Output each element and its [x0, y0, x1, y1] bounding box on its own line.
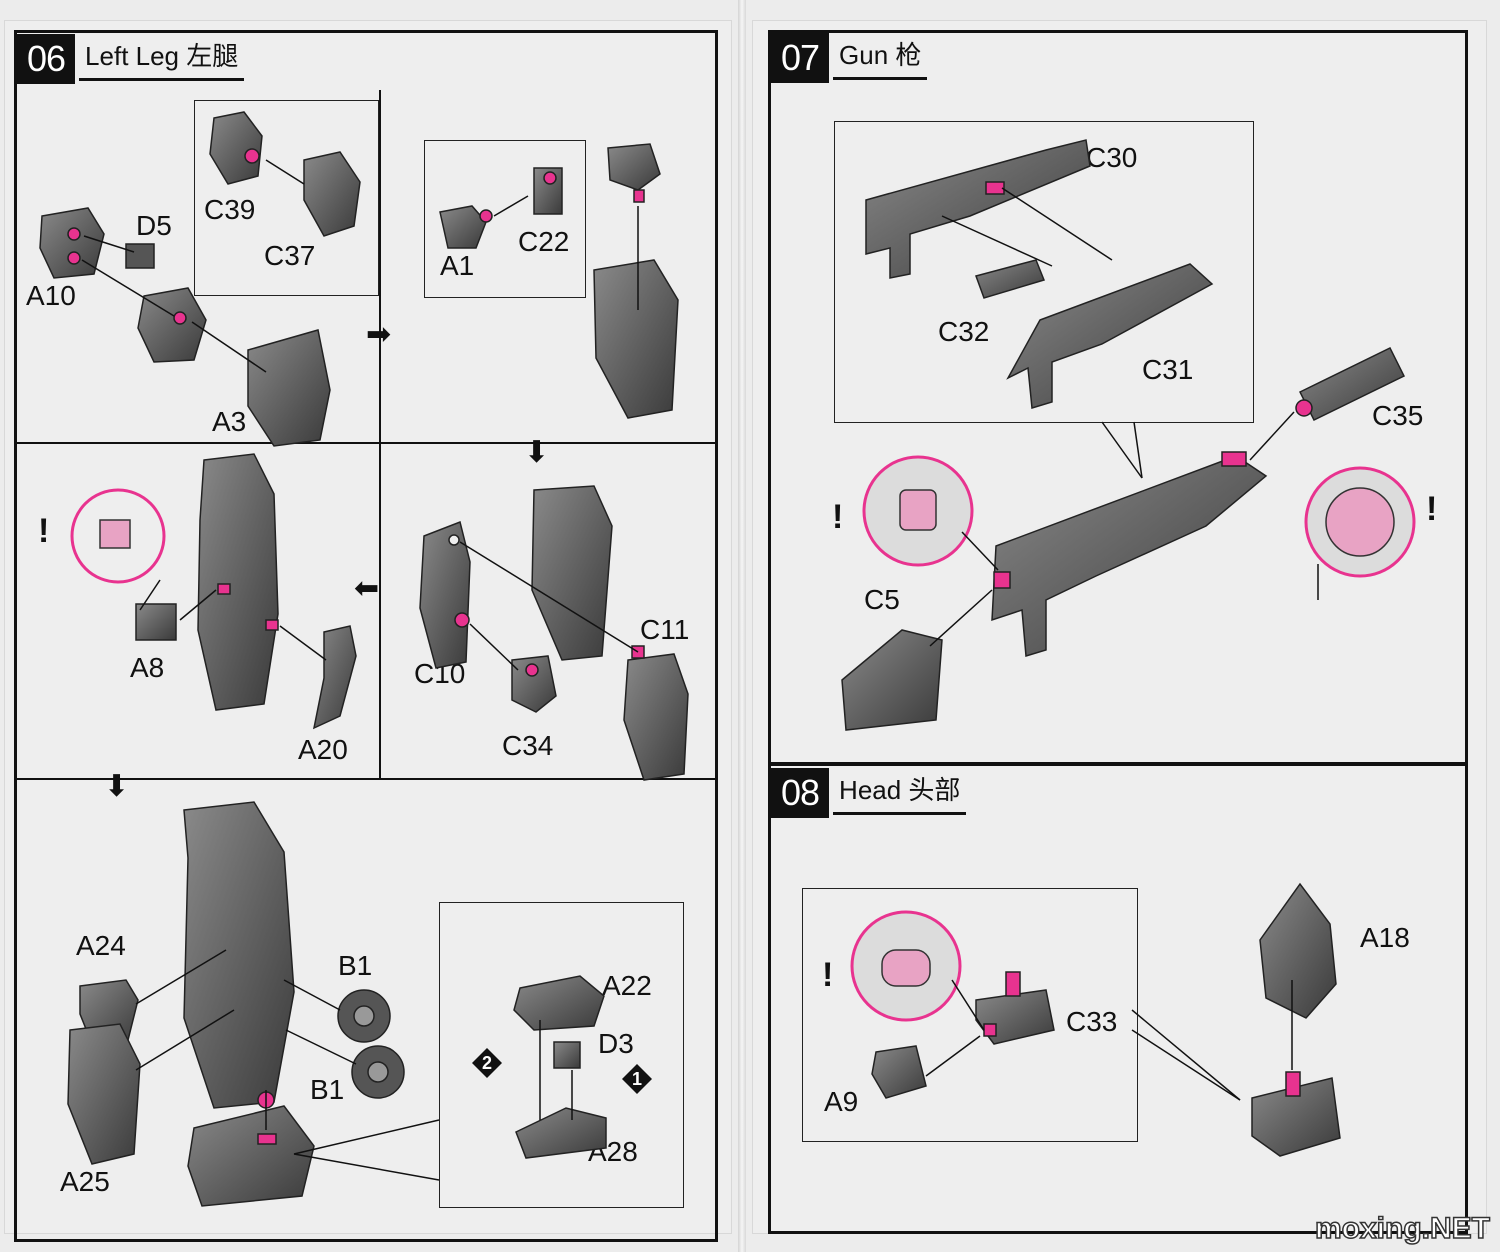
- order-number: 2: [481, 1053, 492, 1073]
- part-label-c31: C31: [1142, 354, 1194, 385]
- step-title: Gun 枪: [833, 33, 928, 80]
- step-08-header: 08 Head 头部: [771, 768, 967, 818]
- part-label-c11: C11: [640, 614, 690, 645]
- part-label-c33: C33: [1066, 1006, 1118, 1037]
- part-label-a8: A8: [130, 652, 165, 683]
- part-label-a18: A18: [1360, 922, 1410, 953]
- part-label-c22: C22: [518, 226, 570, 257]
- arrow-right-icon: ➡: [366, 318, 392, 351]
- arrow-down-icon: ⬇: [104, 770, 130, 803]
- page-fold: [738, 0, 746, 1252]
- part-label-b1: B1: [310, 1074, 345, 1105]
- callout-box-a1-c22: [424, 140, 586, 298]
- caution-mark: !: [832, 498, 844, 536]
- part-label-a28: A28: [588, 1136, 638, 1167]
- step-title: Left Leg 左腿: [79, 34, 245, 81]
- part-label-a1: A1: [440, 250, 475, 281]
- step-number: 07: [771, 33, 830, 83]
- left-page: 06 Left Leg 左腿 ➡ ⬇ ⬅ ⬇ C39 D5 C37 A10 A3…: [4, 20, 732, 1242]
- step-06-header: 06 Left Leg 左腿: [17, 34, 245, 84]
- right-page: 07 Gun 枪 08 Head 头部 C30 C32 C31 C35 C5 A…: [752, 20, 1487, 1234]
- part-label-a3: A3: [212, 406, 247, 437]
- caution-mark: !: [1426, 490, 1438, 528]
- divider-vertical: [379, 90, 381, 778]
- step-number: 08: [771, 768, 830, 818]
- part-label-c37: C37: [264, 240, 316, 271]
- part-label-d3: D3: [598, 1028, 634, 1059]
- order-number: 1: [631, 1069, 642, 1089]
- watermark: moxing.NET: [1314, 1211, 1491, 1246]
- callout-box-c30-c32-c31: [834, 121, 1254, 423]
- part-label-c35: C35: [1372, 400, 1424, 431]
- part-label-a24: A24: [76, 930, 126, 961]
- part-label-d5: D5: [136, 210, 172, 241]
- divider-horizontal-1: [17, 442, 715, 444]
- step-number: 06: [17, 34, 76, 84]
- part-label-c10: C10: [414, 658, 466, 689]
- divider-horizontal-2: [17, 778, 715, 780]
- step-order-diamond-2: 2: [472, 1048, 502, 1078]
- arrow-down-icon: ⬇: [524, 436, 550, 469]
- step-title: Head 头部: [833, 768, 967, 815]
- callout-box-c39-c37: [194, 100, 379, 296]
- part-label-c39: C39: [204, 194, 256, 225]
- part-label-a25: A25: [60, 1166, 110, 1197]
- part-label-a20: A20: [298, 734, 348, 765]
- part-label-a9: A9: [824, 1086, 859, 1117]
- step-06-frame: [14, 30, 718, 1242]
- step-08-frame: [768, 762, 1468, 1234]
- arrow-left-icon: ⬅: [354, 572, 380, 605]
- part-label-c32: C32: [938, 316, 990, 347]
- step-07-header: 07 Gun 枪: [771, 33, 928, 83]
- part-label-c30: C30: [1086, 142, 1138, 173]
- caution-mark: !: [38, 512, 50, 550]
- part-label-a10: A10: [26, 280, 76, 311]
- part-label-c5: C5: [864, 584, 900, 615]
- caution-mark: !: [822, 956, 834, 994]
- part-label-b1: B1: [338, 950, 373, 981]
- part-label-c34: C34: [502, 730, 554, 761]
- callout-box-a22-a28: [439, 902, 684, 1208]
- part-label-a22: A22: [602, 970, 652, 1001]
- step-order-diamond-1: 1: [622, 1064, 652, 1094]
